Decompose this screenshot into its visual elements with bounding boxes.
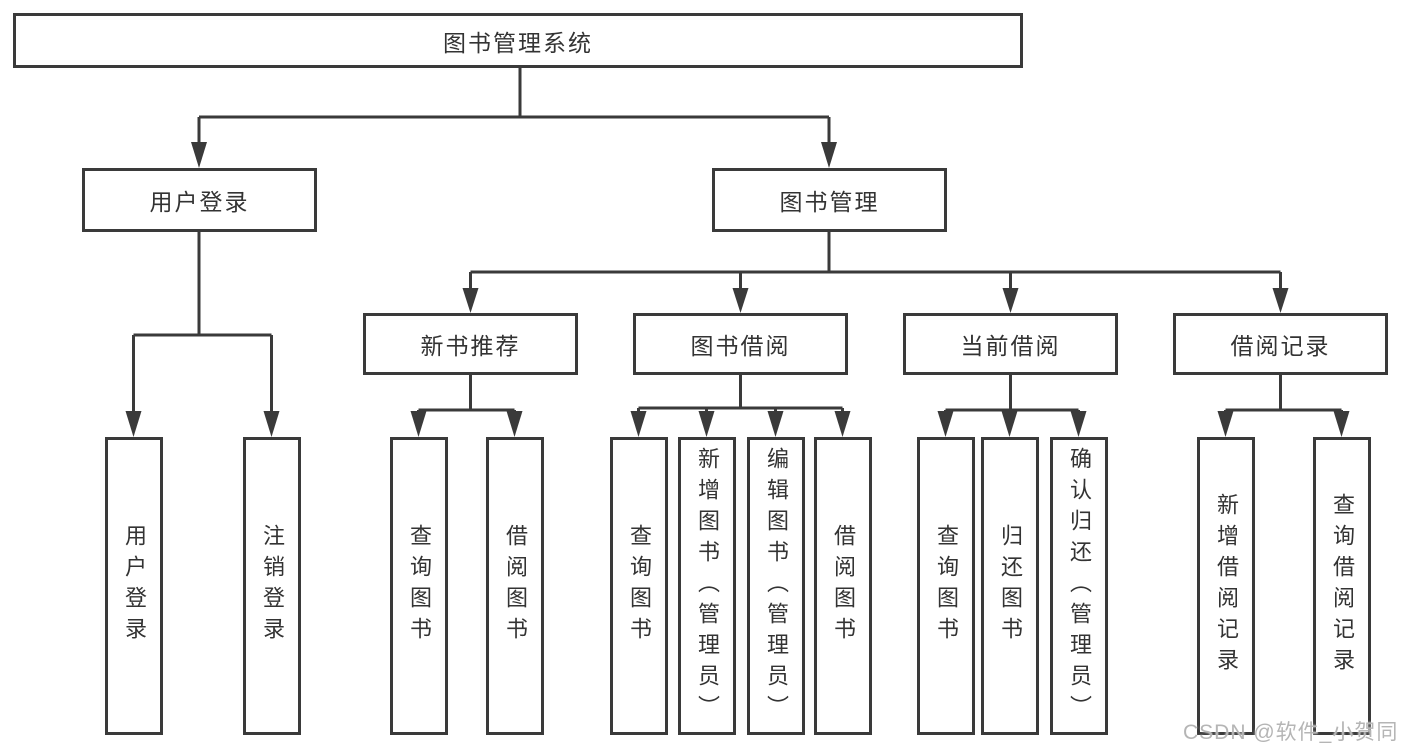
- leaf-logout: 注销登录: [243, 437, 301, 735]
- arrowhead-borrow-records: [1272, 288, 1289, 313]
- arrowhead-query-books-2: [630, 411, 647, 437]
- leaf-borrow-books-2-label: 借阅图书: [831, 524, 856, 648]
- leaf-confirm-return-admin: 确认归还（管理员）: [1050, 437, 1108, 735]
- arrowhead-edit-book-admin: [767, 411, 784, 437]
- arrowhead-add-book-admin: [698, 411, 715, 437]
- leaf-logout-label: 注销登录: [260, 524, 285, 648]
- leaf-add-book-admin: 新增图书（管理员）: [678, 437, 736, 735]
- node-library-management-system: 图书管理系统: [13, 13, 1023, 68]
- node-current-borrow: 当前借阅: [903, 313, 1118, 375]
- arrowhead-query-books-1: [410, 411, 427, 437]
- arrowhead-borrow-books-2: [834, 411, 851, 437]
- csdn-watermark: CSDN @软件_小贺同学: [1183, 721, 1399, 744]
- node-new-book-recommend: 新书推荐: [363, 313, 578, 375]
- node-borrow-records: 借阅记录: [1173, 313, 1388, 375]
- arrowhead-leaf-logout: [263, 411, 280, 437]
- leaf-query-books-3-label: 查询图书: [934, 524, 959, 648]
- node-user-login: 用户登录: [82, 168, 317, 232]
- node-book-management: 图书管理: [712, 168, 947, 232]
- arrowhead-book-borrow: [732, 288, 749, 313]
- leaf-query-books-1-label: 查询图书: [407, 524, 432, 648]
- leaf-add-borrow-record-label: 新增借阅记录: [1214, 493, 1239, 679]
- connector-user-login-to-leaves: [132, 232, 273, 412]
- leaf-edit-book-admin: 编辑图书（管理员）: [747, 437, 805, 735]
- leaf-user-login-label: 用户登录: [122, 524, 147, 648]
- arrowhead-query-borrow-record: [1333, 411, 1350, 437]
- leaf-add-book-admin-label: 新增图书（管理员）: [695, 446, 720, 726]
- arrowhead-return-books: [1001, 411, 1018, 437]
- arrowhead-query-books-3: [937, 411, 954, 437]
- connector-current-borrow-to-leaves: [944, 375, 1080, 413]
- connector-root-to-level2: [197, 68, 831, 143]
- arrowhead-user-login: [191, 142, 207, 168]
- node-book-borrow: 图书借阅: [633, 313, 848, 375]
- leaf-query-books-3: 查询图书: [917, 437, 975, 735]
- arrowhead-add-borrow-record: [1217, 411, 1234, 437]
- leaf-borrow-books-1: 借阅图书: [486, 437, 544, 735]
- connector-book-borrow-to-leaves: [637, 375, 844, 413]
- leaf-user-login: 用户登录: [105, 437, 163, 735]
- leaf-edit-book-admin-label: 编辑图书（管理员）: [764, 446, 789, 726]
- arrowhead-new-book-recommend: [462, 288, 479, 313]
- leaf-add-borrow-record: 新增借阅记录: [1197, 437, 1255, 735]
- leaf-return-books-label: 归还图书: [998, 524, 1023, 648]
- leaf-query-books-2: 查询图书: [610, 437, 668, 735]
- arrowhead-leaf-user-login: [125, 411, 142, 437]
- arrowhead-book-management: [821, 142, 837, 168]
- leaf-query-books-1: 查询图书: [390, 437, 448, 735]
- leaf-confirm-return-admin-label: 确认归还（管理员）: [1067, 446, 1092, 726]
- arrowhead-current-borrow: [1002, 288, 1019, 313]
- arrowhead-confirm-return-admin: [1070, 411, 1087, 437]
- leaf-borrow-books-1-label: 借阅图书: [503, 524, 528, 648]
- connector-borrow-records-to-leaves: [1224, 375, 1343, 413]
- arrowhead-borrow-books-1: [506, 411, 523, 437]
- leaf-query-borrow-record-label: 查询借阅记录: [1330, 493, 1355, 679]
- leaf-borrow-books-2: 借阅图书: [814, 437, 872, 735]
- leaf-query-borrow-record: 查询借阅记录: [1313, 437, 1371, 735]
- leaf-query-books-2-label: 查询图书: [627, 524, 652, 648]
- connector-new-book-recommend-to-leaves: [417, 375, 516, 413]
- connector-book-management-to-level3: [469, 232, 1282, 289]
- leaf-return-books: 归还图书: [981, 437, 1039, 735]
